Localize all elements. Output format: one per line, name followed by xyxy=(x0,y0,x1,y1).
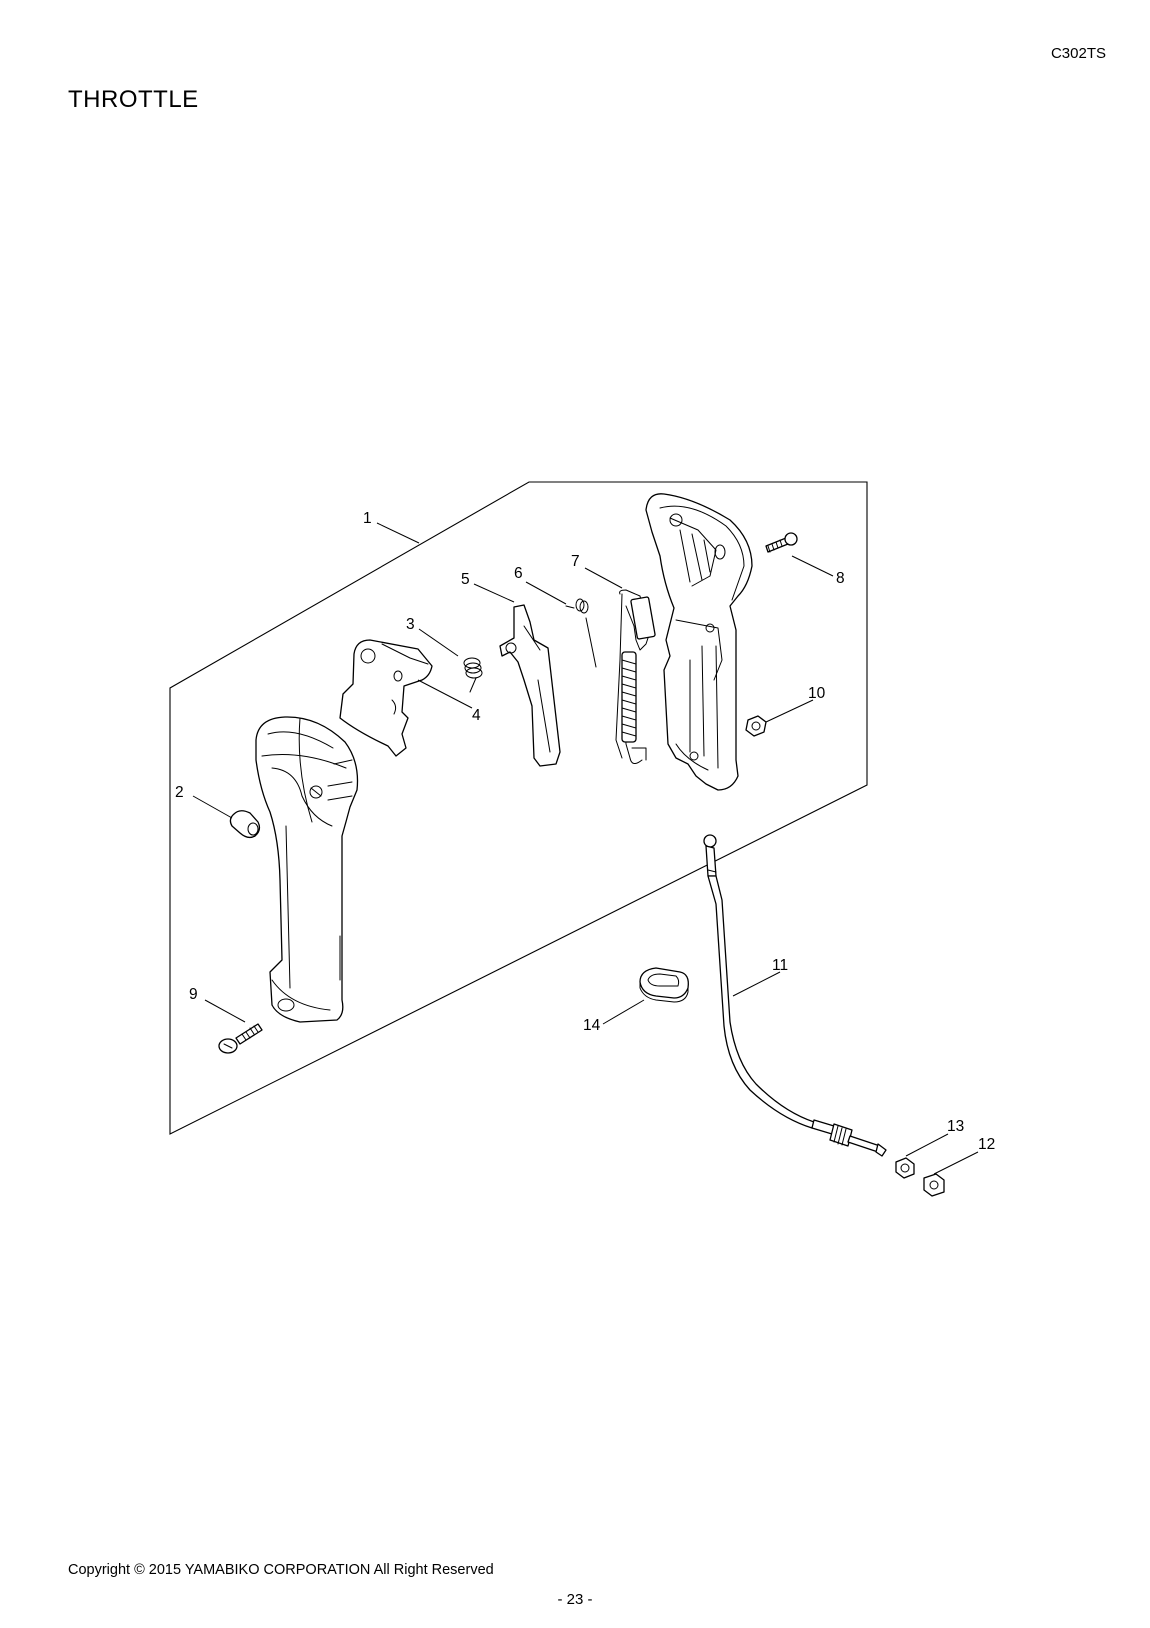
part-8-screw xyxy=(765,532,798,553)
part-7-stop-switch xyxy=(615,589,656,764)
callout-8: 8 xyxy=(836,570,845,587)
model-number: C302TS xyxy=(1050,45,1106,62)
callout-6: 6 xyxy=(514,565,523,582)
callout-5: 5 xyxy=(461,571,470,588)
part-6-spring xyxy=(565,598,597,668)
part-14-cable-clip xyxy=(639,967,689,1003)
leader-lines xyxy=(192,522,979,1175)
callout-12: 12 xyxy=(978,1136,995,1153)
callout-2: 2 xyxy=(175,784,184,801)
page-number: - 23 - xyxy=(557,1591,593,1608)
handle-cover-half xyxy=(645,493,753,791)
copyright-notice: Copyright © 2015 YAMABIKO CORPORATION Al… xyxy=(68,1562,494,1578)
part-3-spring xyxy=(463,657,483,693)
assembly-frame xyxy=(169,481,868,1135)
part-11-throttle-cable xyxy=(703,834,887,1157)
part-12-nut xyxy=(923,1173,945,1197)
callout-13: 13 xyxy=(947,1118,964,1135)
callout-14: 14 xyxy=(583,1017,601,1034)
callout-4: 4 xyxy=(472,707,481,724)
callout-10: 10 xyxy=(808,685,826,702)
part-13-nut xyxy=(895,1157,915,1179)
part-9-bolt xyxy=(218,1023,263,1054)
part-5-lockout-lever xyxy=(499,604,561,767)
callout-9: 9 xyxy=(189,986,198,1003)
handle-grip xyxy=(255,716,359,1023)
callout-3: 3 xyxy=(406,616,415,633)
part-2-knob xyxy=(229,810,261,839)
part-4-throttle-lever xyxy=(339,639,433,757)
callout-7: 7 xyxy=(571,553,580,570)
callout-1: 1 xyxy=(363,510,372,527)
part-10-nut xyxy=(745,715,767,737)
callout-11: 11 xyxy=(772,957,788,974)
page-title: THROTTLE xyxy=(68,86,199,113)
